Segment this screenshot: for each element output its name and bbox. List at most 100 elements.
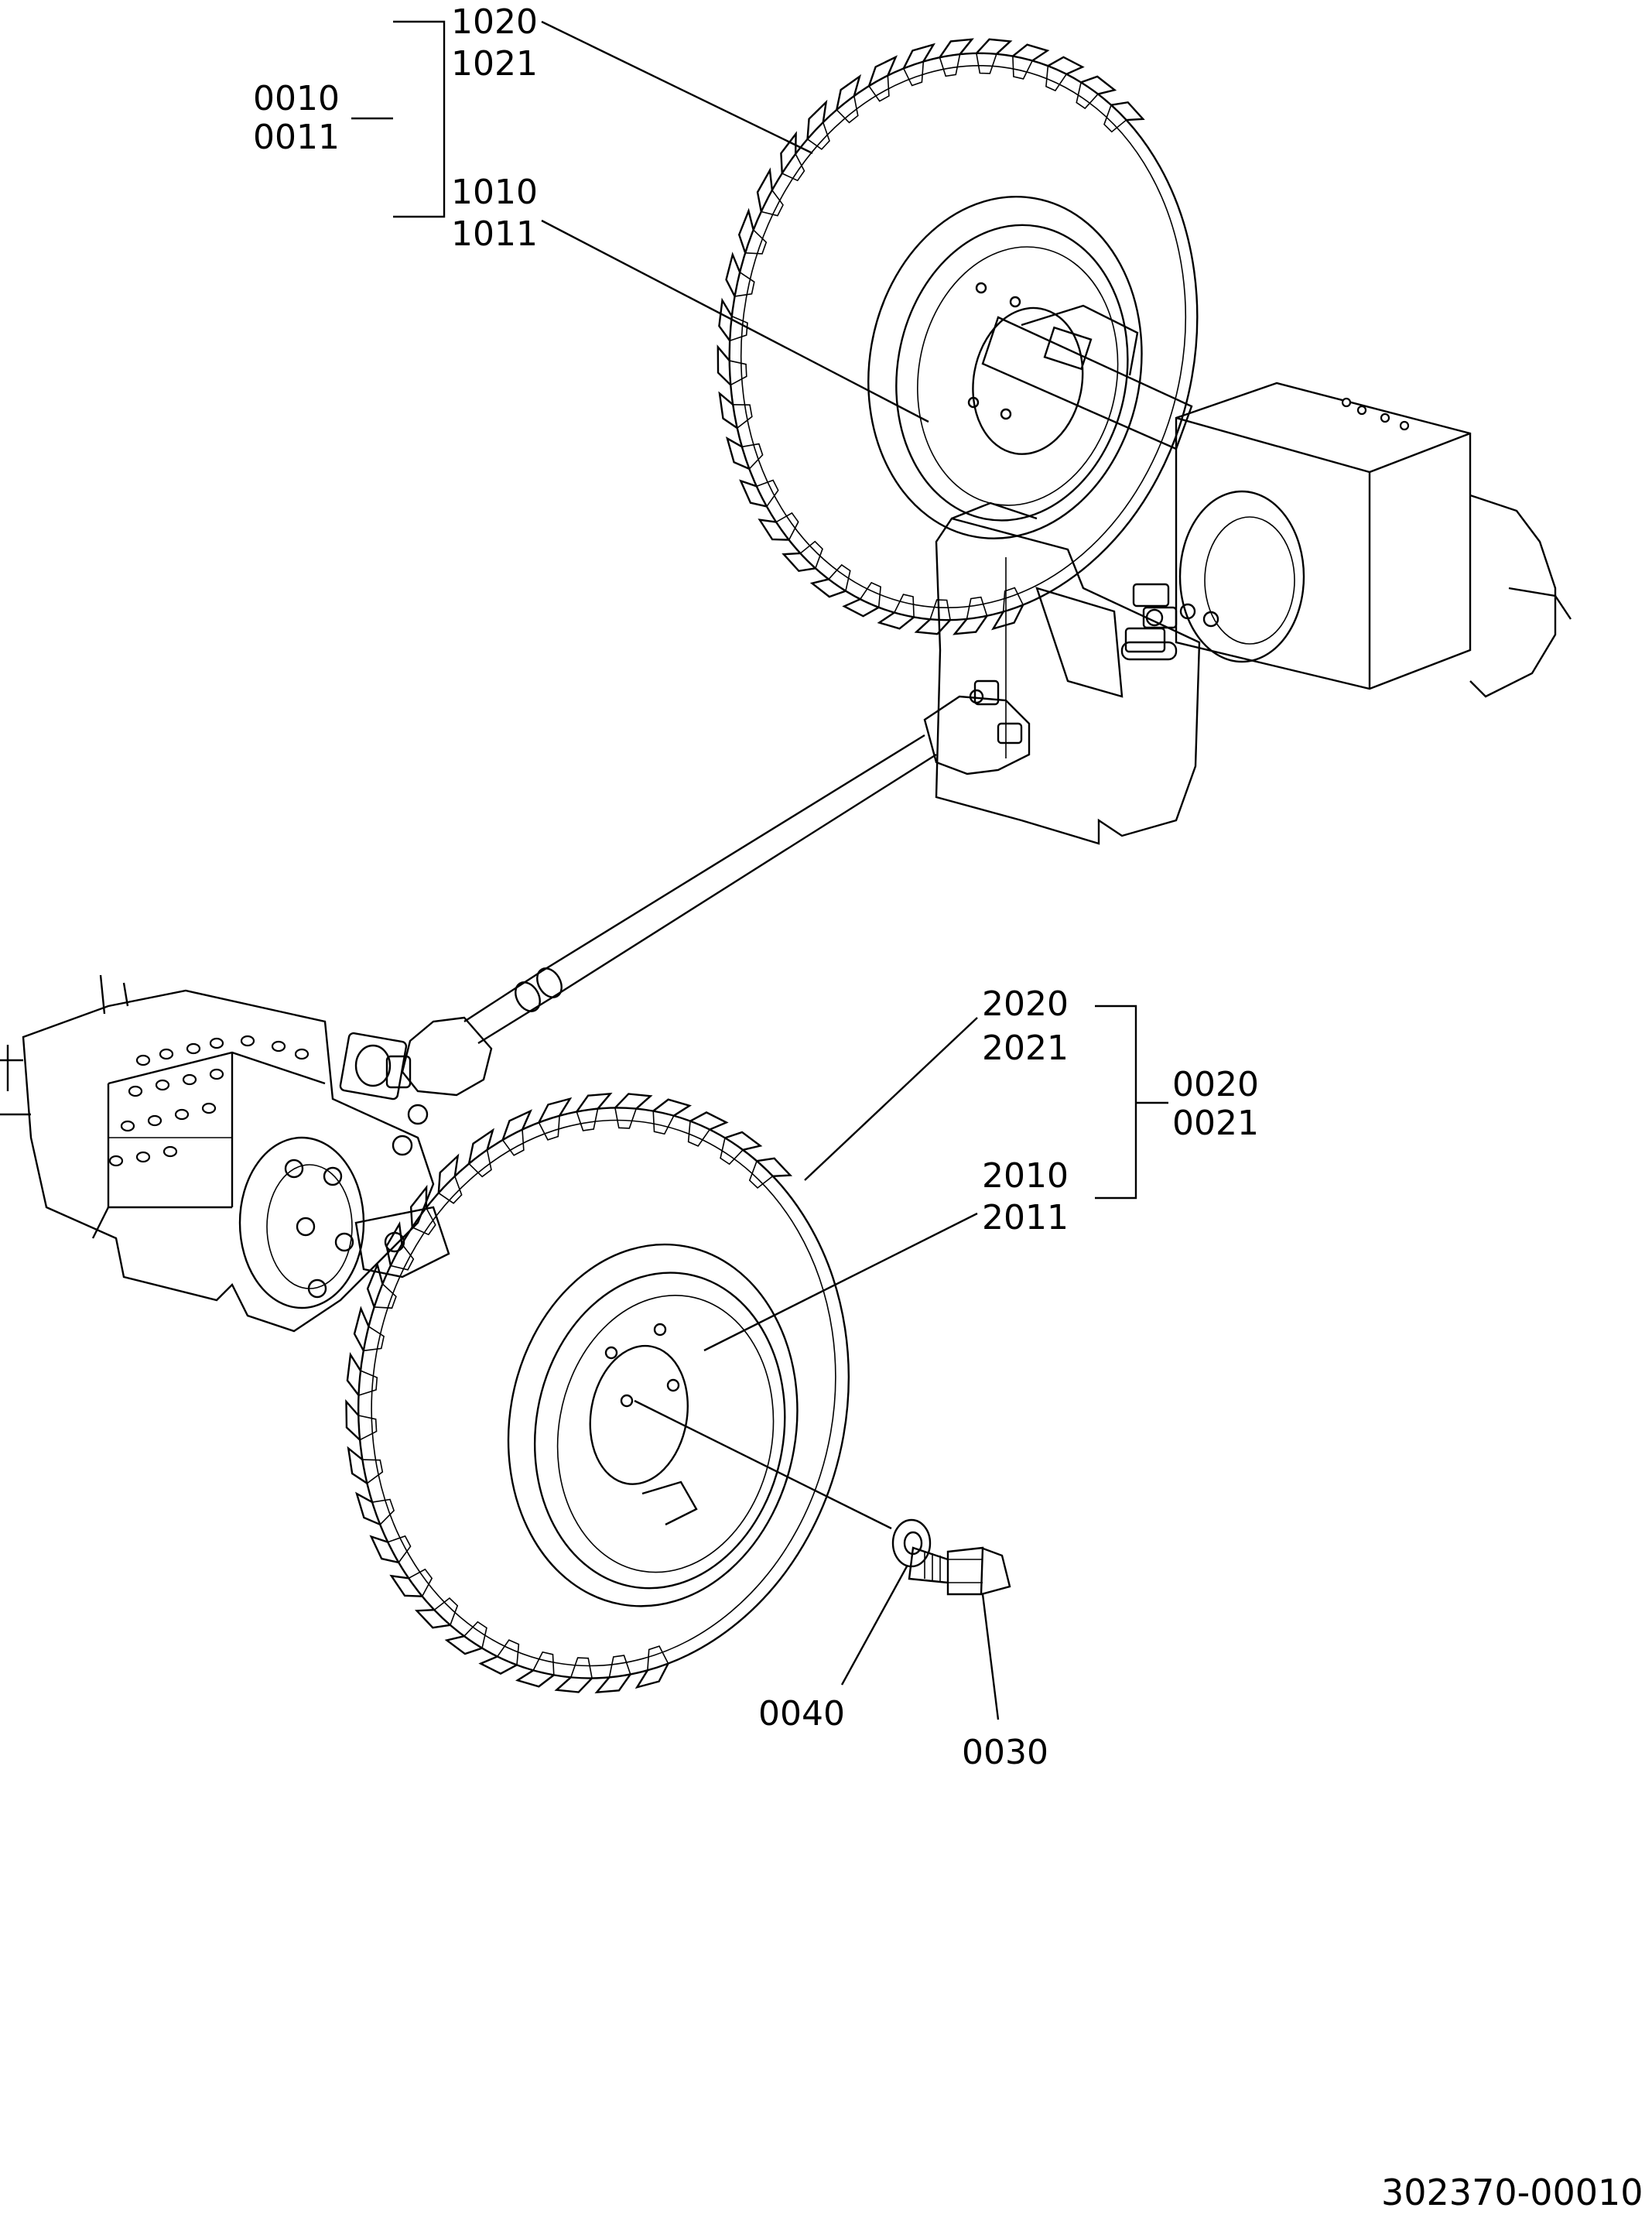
tread-lug: [782, 552, 816, 573]
housing-bolt: [135, 1151, 151, 1163]
callout-bolt[interactable]: 0030: [962, 1733, 1048, 1772]
front-axle: [935, 282, 1572, 845]
tread-groove: [828, 563, 851, 591]
housing-bolt: [155, 1079, 170, 1091]
tread-groove: [1076, 82, 1099, 110]
tread-lug: [444, 1635, 483, 1655]
housing-bolt: [147, 1114, 162, 1127]
callout-tire-rear-a[interactable]: 2020: [982, 984, 1069, 1024]
tread-groove: [1012, 56, 1033, 80]
tread-lug: [836, 74, 862, 111]
lower-tire-treads: [345, 1092, 793, 1694]
tread-groove: [741, 443, 764, 470]
tread-lug: [990, 604, 1024, 631]
housing-bolt: [209, 1068, 224, 1080]
tread-groove: [756, 479, 779, 507]
tread-lug: [634, 1662, 669, 1689]
tread-groove: [903, 61, 925, 87]
tread-groove: [761, 190, 784, 217]
tread-groove: [358, 1370, 378, 1396]
tread-lug: [345, 1398, 361, 1441]
tread-lug: [718, 391, 738, 430]
tread-groove: [433, 1597, 459, 1626]
tread-lug: [737, 207, 754, 254]
upper-wheel-rim: [895, 224, 1129, 522]
tread-groove: [734, 272, 755, 297]
tread-groove: [468, 1149, 492, 1178]
housing-bolt: [240, 1035, 255, 1047]
callout-assy-front-a[interactable]: 0010: [253, 79, 340, 118]
tread-lug: [652, 1098, 693, 1117]
callout-wheel-front-b[interactable]: 1011: [451, 214, 538, 254]
callout-assy-rear-b[interactable]: 0021: [1172, 1104, 1259, 1143]
tread-lug: [809, 578, 847, 598]
tread-lug: [478, 1655, 518, 1675]
tread-lug: [366, 1261, 384, 1308]
housing-bolt: [182, 1073, 197, 1086]
tread-groove: [570, 1657, 593, 1679]
tread-groove: [438, 1176, 463, 1204]
tread-groove: [729, 360, 747, 386]
front-axle-carrier: [935, 517, 1201, 845]
tread-groove: [745, 229, 768, 255]
tread-groove: [836, 95, 859, 124]
tread-groove: [748, 1160, 774, 1189]
tread-lug: [614, 1093, 653, 1110]
tread-groove: [538, 1115, 560, 1141]
tread-groove: [868, 75, 890, 102]
figure-number: 302370-00010: [1381, 2172, 1643, 2213]
tread-groove: [894, 594, 915, 618]
tread-groove: [966, 596, 988, 619]
tread-lug: [409, 1184, 428, 1227]
tread-groove: [374, 1283, 397, 1309]
callout-assy-rear-a[interactable]: 0020: [1172, 1065, 1259, 1104]
tread-groove: [729, 315, 748, 341]
tread-lug: [515, 1669, 555, 1688]
tread-lug: [976, 38, 1013, 55]
housing-bolt: [128, 1085, 143, 1097]
callout-tire-rear-b[interactable]: 2021: [982, 1029, 1069, 1068]
tread-lug: [806, 99, 828, 139]
callout-tire-front-a[interactable]: 1020: [451, 2, 538, 42]
tread-groove: [497, 1639, 520, 1665]
tread-lug: [725, 252, 741, 297]
tread-groove: [775, 512, 799, 540]
tread-lug: [842, 598, 880, 618]
tread-lug: [939, 38, 974, 58]
tread-groove: [647, 1645, 669, 1671]
callout-wheel-front-a[interactable]: 1010: [451, 173, 538, 212]
tread-groove: [371, 1498, 395, 1525]
tread-lug: [902, 43, 936, 69]
tread-groove: [860, 581, 881, 608]
housing-bolt: [209, 1037, 224, 1049]
tread-groove: [1103, 104, 1127, 133]
housing-bolt: [201, 1102, 217, 1114]
tread-groove: [362, 1459, 384, 1484]
callout-washer[interactable]: 0040: [758, 1694, 845, 1734]
tread-groove: [387, 1535, 412, 1563]
tread-lug: [689, 1111, 729, 1131]
callout-wheel-rear-a[interactable]: 2010: [982, 1156, 1069, 1196]
rear-gearbox: [0, 974, 450, 1333]
tread-groove: [1045, 66, 1067, 92]
tread-lug: [501, 1109, 532, 1141]
drive-shaft: [339, 679, 1031, 1100]
tread-groove: [614, 1107, 637, 1129]
rear-gearbox-housing: [22, 989, 435, 1333]
tread-lug: [758, 519, 789, 541]
tread-lug: [953, 615, 988, 635]
leader-lines: [351, 20, 1168, 1720]
tread-lug: [353, 1306, 370, 1351]
tread-lug: [725, 436, 750, 470]
tread-lug: [576, 1092, 613, 1113]
tread-lug: [554, 1676, 593, 1693]
tread-lug: [347, 1446, 368, 1484]
tread-groove: [1002, 587, 1024, 612]
callout-tire-front-b[interactable]: 1021: [451, 44, 538, 84]
tread-lug: [1012, 43, 1050, 62]
tread-groove: [782, 153, 805, 182]
tread-lug: [780, 131, 797, 174]
callout-wheel-rear-b[interactable]: 2011: [982, 1198, 1069, 1237]
callout-assy-front-b[interactable]: 0011: [253, 118, 340, 157]
